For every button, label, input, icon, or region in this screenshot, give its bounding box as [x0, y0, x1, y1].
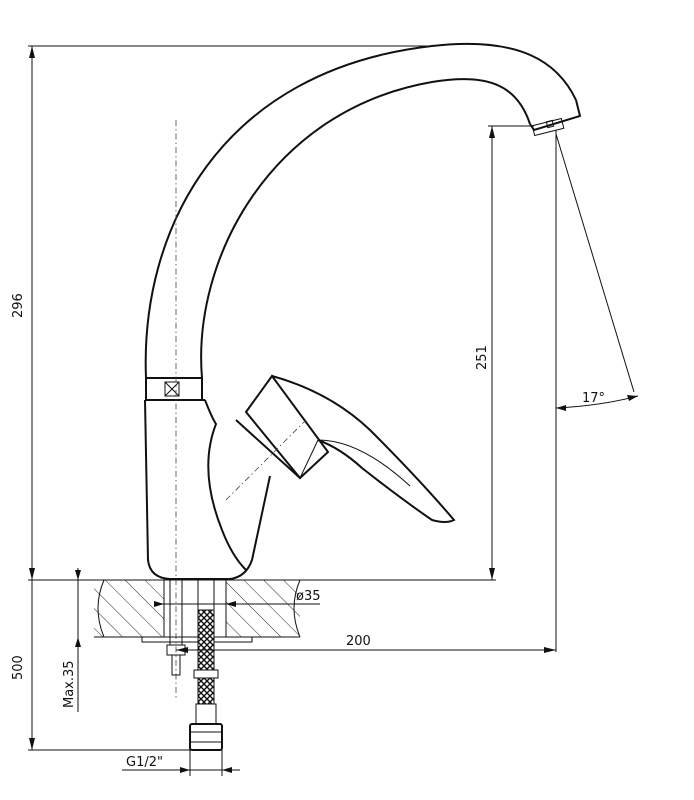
faucet-lever	[235, 374, 456, 523]
total-height-label: 296	[11, 293, 26, 318]
dimension-spout-height: 251	[300, 125, 534, 581]
dimension-hose-length: 500	[11, 580, 192, 751]
dimension-connection-thread: G1/2"	[122, 750, 240, 776]
hole-diameter-label: ø35	[296, 589, 321, 604]
faucet-spout	[144, 42, 582, 379]
lever-axis	[225, 419, 307, 501]
flexible-hose	[189, 579, 223, 751]
dimension-spout-reach: 200	[176, 634, 556, 653]
faucet-body	[144, 377, 271, 580]
hose-length-label: 500	[11, 655, 26, 680]
dimension-total-height: 296	[11, 45, 432, 581]
connection-thread-label: G1/2"	[126, 755, 163, 770]
max-deck-label: Max.35	[62, 660, 77, 708]
spout-height-label: 251	[475, 345, 490, 370]
spout-angle-label: 17°	[582, 391, 605, 406]
countertop-section	[94, 579, 301, 643]
dimension-max-deck: Max.35	[62, 568, 81, 712]
dimension-spout-angle: 17°	[555, 130, 639, 652]
spout-reach-label: 200	[346, 634, 371, 649]
dimension-hole-diameter: ø35	[154, 589, 321, 607]
